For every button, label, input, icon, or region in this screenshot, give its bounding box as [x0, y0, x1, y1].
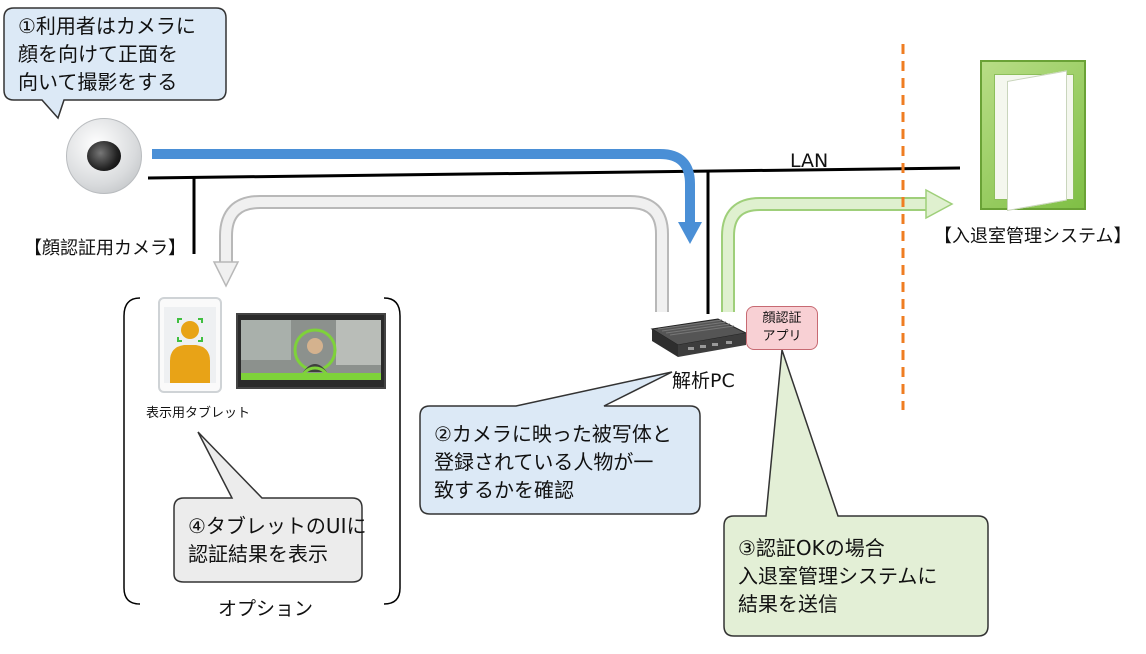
analysis-pc-icon: [650, 318, 748, 357]
camera-lens-icon: [87, 141, 121, 171]
door-icon: [980, 60, 1086, 211]
access-system-label: 【入退室管理システム】: [934, 226, 1132, 247]
camera-label: 【顔認証用カメラ】: [24, 238, 186, 259]
green-arrow: [721, 197, 928, 312]
display-monitor: [236, 313, 386, 389]
option-bracket-left: [123, 297, 141, 605]
analysis-pc-label: 解析PC: [672, 370, 735, 392]
callout-2-text: ②カメラに映った被写体と 登録されている人物が一 致するかを確認: [434, 422, 672, 502]
option-bracket-right: [383, 297, 401, 605]
callout-1-bubble: [3, 7, 227, 120]
callout-4-text: ④タブレットのUIに 認証結果を表示: [188, 514, 367, 566]
callout-2-bubble: [419, 371, 701, 515]
lan-label: LAN: [790, 150, 829, 172]
option-label: オプション: [218, 598, 314, 620]
callout-4-bubble: [173, 431, 363, 583]
face-recognition-app-badge: 顔認証 アプリ: [746, 306, 818, 350]
gray-arrow: [219, 195, 669, 312]
monitor-face-view: [241, 320, 381, 380]
display-tablet: [158, 297, 222, 393]
person-icon: [164, 307, 216, 383]
blue-arrow: [152, 149, 695, 226]
face-recognition-camera: [66, 118, 142, 194]
callout-3-bubble: [723, 349, 989, 637]
lan-line: [147, 166, 961, 180]
blue-arrowhead: [678, 222, 702, 244]
gray-arrowhead: [212, 261, 240, 288]
green-arrowhead: [925, 188, 954, 220]
callout-3-text: ③認証OKの場合 入退室管理システムに 結果を送信: [738, 536, 938, 616]
callout-1-text: ①利用者はカメラに 顔を向けて正面を 向いて撮影をする: [18, 14, 196, 94]
tablet-label: 表示用タブレット: [146, 406, 251, 421]
